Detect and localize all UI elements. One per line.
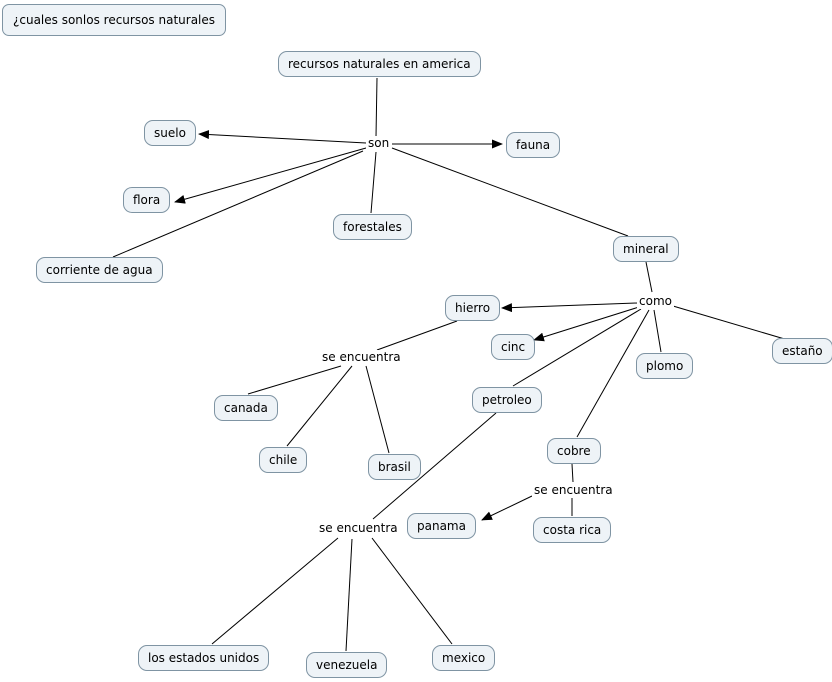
concept-cobre[interactable]: cobre (547, 438, 601, 464)
link-label-como[interactable]: como (637, 294, 674, 309)
link-label-se-encuentra-hierro[interactable]: se encuentra (320, 350, 403, 365)
concept-brasil[interactable]: brasil (368, 454, 421, 480)
concept-panama[interactable]: panama (407, 513, 476, 539)
concept-mineral[interactable]: mineral (613, 236, 679, 262)
concept-forestales[interactable]: forestales (333, 214, 412, 240)
concept-cinc[interactable]: cinc (491, 334, 536, 360)
concept-costa-rica[interactable]: costa rica (533, 517, 612, 543)
link-label-son[interactable]: son (366, 136, 392, 151)
concept-petroleo[interactable]: petroleo (472, 387, 542, 413)
concept-chile[interactable]: chile (259, 447, 308, 473)
concept-flora[interactable]: flora (123, 187, 171, 213)
concept-question[interactable]: ¿cuales sonlos recursos naturales (2, 4, 227, 36)
concept-corriente-de-agua[interactable]: corriente de agua (36, 257, 163, 283)
link-label-se-encuentra-cobre[interactable]: se encuentra (532, 483, 615, 498)
concept-fauna[interactable]: fauna (506, 132, 561, 158)
concept-estano[interactable]: estaño (772, 338, 832, 364)
concept-suelo[interactable]: suelo (144, 120, 196, 146)
link-label-se-encuentra-petroleo[interactable]: se encuentra (317, 521, 400, 536)
concept-los-estados-unidos[interactable]: los estados unidos (138, 645, 270, 671)
concept-mexico[interactable]: mexico (432, 645, 496, 671)
concept-plomo[interactable]: plomo (636, 353, 694, 379)
concept-hierro[interactable]: hierro (445, 295, 501, 321)
concept-venezuela[interactable]: venezuela (306, 652, 388, 678)
concept-canada[interactable]: canada (214, 395, 278, 421)
concept-recursos-naturales[interactable]: recursos naturales en america (278, 51, 481, 77)
